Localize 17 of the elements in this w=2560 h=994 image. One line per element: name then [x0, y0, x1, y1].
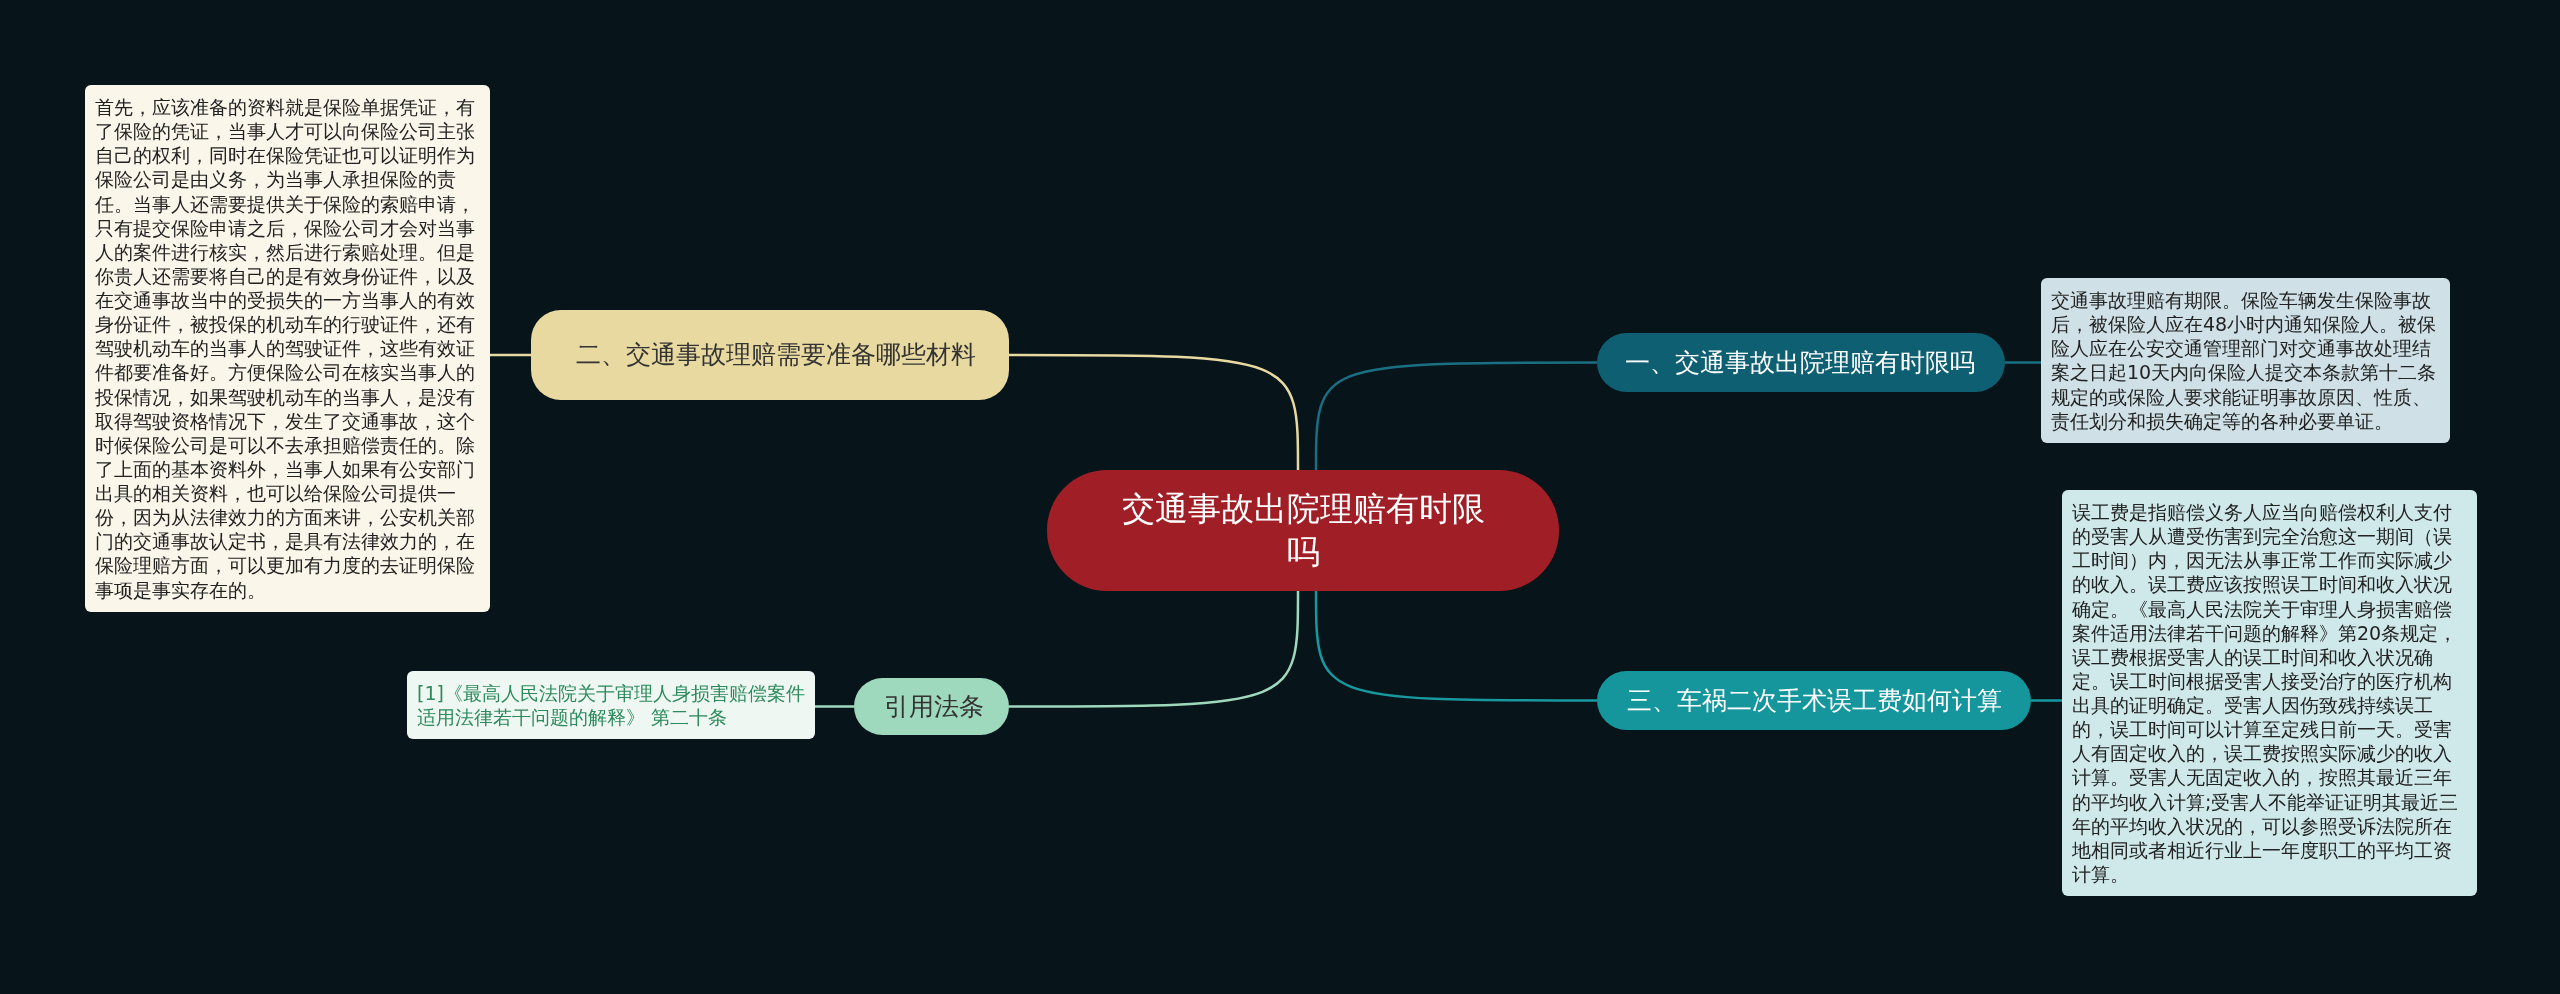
note-box: 交通事故理赔有期限。保险车辆发生保险事故后，被保险人应在48小时内通知保险人。被保险人应在公安交通管理部门对交通事故处理结案之日起10天内向保险人提交本条款第十二条规定的或保险人要求能证明事故原因、性质、责任划分和损失确定等的各种必要单证。 — [2041, 278, 2450, 443]
connector-line — [490, 353, 531, 357]
note-box: 首先，应该准备的资料就是保险单据凭证，有了保险的凭证，当事人才可以向保险公司主张自己的权利，同时在保险凭证也可以证明作为保险公司是由义务，为当事人承担保险的责任。当事人还需要提供关于保险的索赔申请，只有提交保险申请之后，保险公司才会对当事人的案件进行核实，然后进行索赔处理。但是你贵人还需要将自己的是有效身份证件，以及在交通事故当中的受损失的一方当事人的有效身份证件，被投保的机动车的行驶证件，还有驾驶机动车的当事人的驾驶证件，这些有效证件都要准备好。方便保险公司在核实当事人的投保情况，如果驾驶机动车的当事人，是没有取得驾驶资格情况下，发生了交通事故，这个时候保险公司是可以不去承担赔偿责任的。除了上面的基本资料外，当事人如果有公安部门出具的相关资料，也可以给保险公司提供一份，因为从法律效力的方面来讲，公安机关部门的交通事故认定书，是具有法律效力的，在保险理赔方面，可以更加有力度的去证明保险事项是事实存在的。 — [85, 85, 490, 612]
note-box: 误工费是指赔偿义务人应当向赔偿权利人支付的受害人从遭受伤害到完全治愈这一期间（误工时间）内，因无法从事正常工作而实际减少的收入。误工费应该按照误工时间和收入状况确定。《最高人民法院关于审理人身损害赔偿案件适用法律若干问题的解释》第20条规定，误工费根据受害人的误工时间和收入状况确定。误工时间根据受害人接受治疗的医疗机构出具的证明确定。受害人因伤致残持续误工的，误工时间可以计算至定残日前一天。受害人有固定收入的，误工费按照实际减少的收入计算。受害人无固定收入的，按照其最近三年的平均收入计算;受害人不能举证证明其最近三年的平均收入状况的，可以参照受诉法院所在地相同或者相近行业上一年度职工的平均工资计算。 — [2062, 490, 2477, 896]
connector-line — [1314, 361, 1597, 470]
connector-line — [815, 705, 854, 708]
connector-line — [2031, 699, 2062, 702]
central-topic: 交通事故出院理赔有时限吗 — [1047, 470, 1559, 591]
connector-line — [1009, 591, 1300, 708]
reference-note: [1]《最高人民法院关于审理人身损害赔偿案件适用法律若干问题的解释》 第二十条 — [407, 671, 815, 740]
branch-topic: 三、车祸二次手术误工费如何计算 — [1597, 671, 2031, 730]
branch-topic: 一、交通事故出院理赔有时限吗 — [1597, 333, 2005, 392]
connector-line — [2005, 361, 2041, 364]
branch-topic: 二、交通事故理赔需要准备哪些材料 — [531, 310, 1009, 400]
connector-line — [1009, 353, 1300, 470]
connector-line — [1314, 591, 1597, 702]
branch-topic: 引用法条 — [854, 678, 1009, 735]
